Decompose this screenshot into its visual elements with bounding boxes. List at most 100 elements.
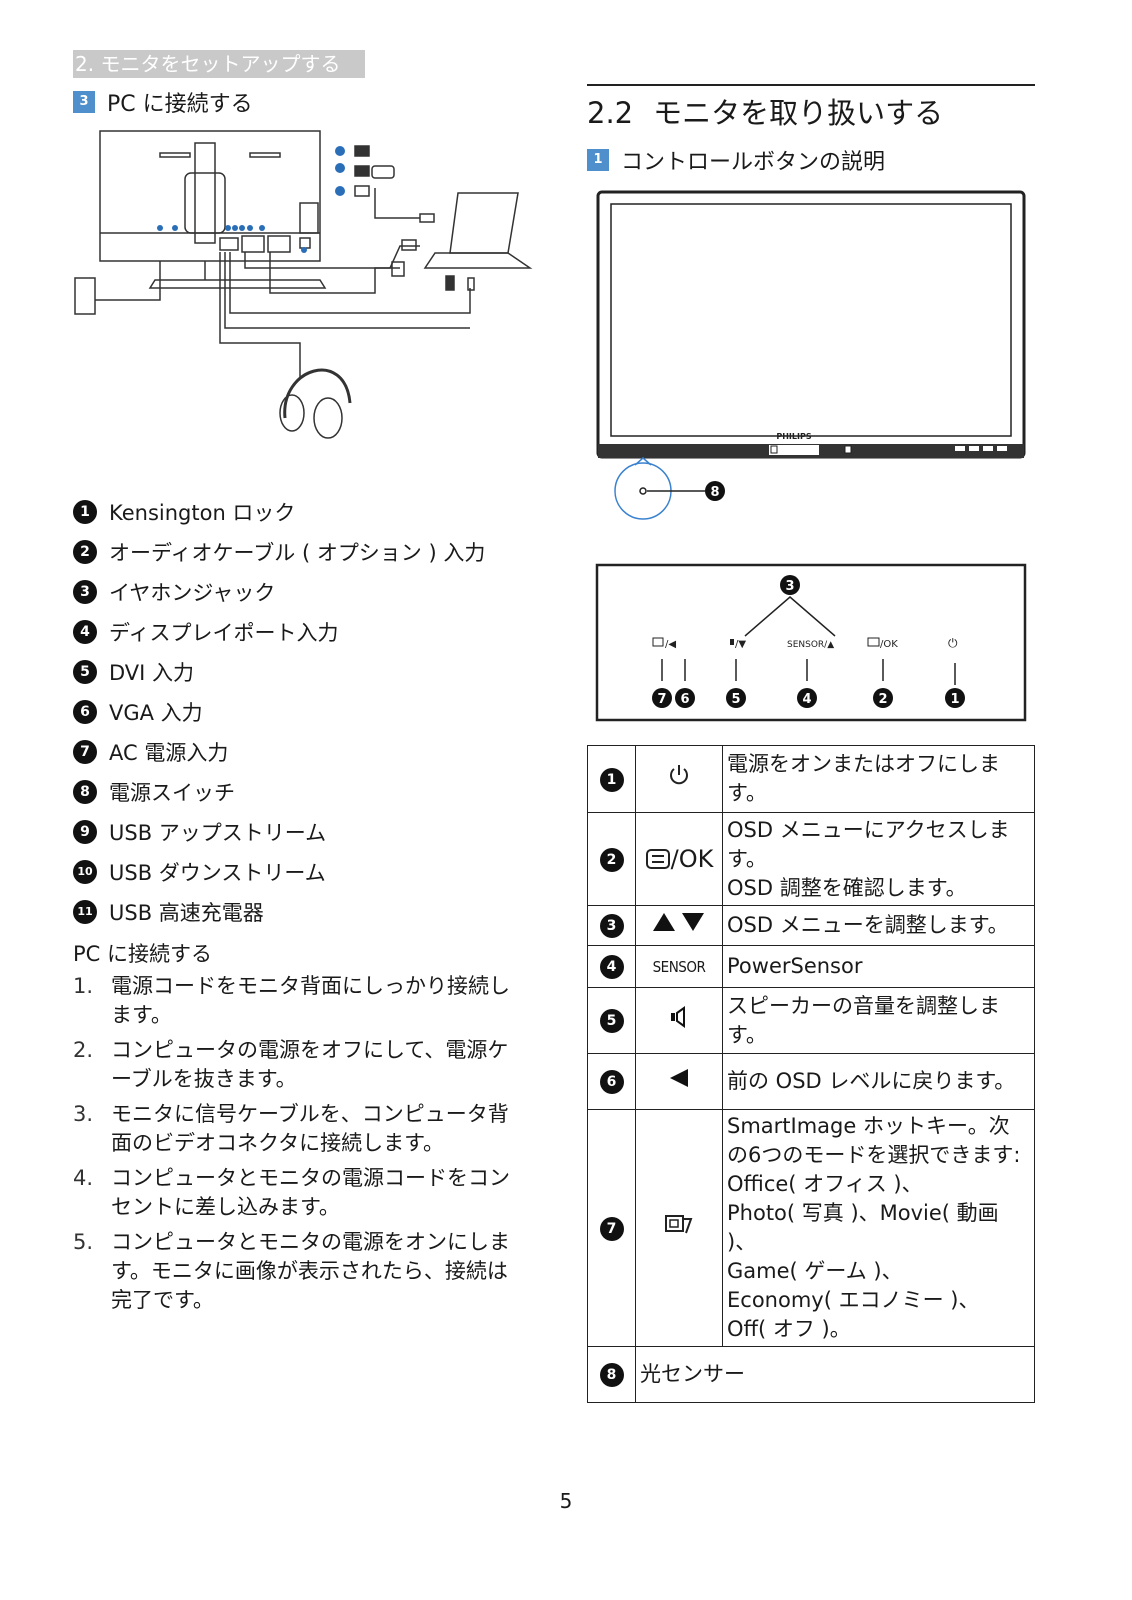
button-table: 1 電源をオンまたはオフにします。 2 /OK OSD メニューにアクセスします… <box>587 745 1035 1403</box>
number-badge: 8 <box>599 1363 624 1387</box>
table-row: 7 SmartImage ホットキー。次の6つのモードを選択できます: Offi… <box>587 1109 1035 1347</box>
list-item: 7 AC 電源入力 <box>73 732 553 772</box>
row-number-cell: 4 <box>587 945 636 988</box>
list-item: 5 DVI 入力 <box>73 652 553 692</box>
number-badge: 5 <box>73 660 97 684</box>
row-number-cell: 1 <box>587 745 636 813</box>
callout-3-label: 3 <box>785 579 794 594</box>
list-item: 1 Kensington ロック <box>73 492 553 532</box>
icon-cell <box>635 905 723 946</box>
description-cell: SmartImage ホットキー。次の6つのモードを選択できます: Office… <box>722 1109 1035 1347</box>
section-number-badge: 3 <box>73 91 95 113</box>
step-number: 3. <box>73 1102 94 1126</box>
callout-8-badge <box>705 481 725 501</box>
number-badge: 6 <box>73 700 97 724</box>
list-item: 3.モニタに信号ケーブルを、コンピュータ背面のビデオコネクタに接続します。 <box>73 1100 523 1158</box>
description-cell: PowerSensor <box>722 945 1035 988</box>
row-number-cell: 3 <box>587 905 636 946</box>
description-cell: 電源をオンまたはオフにします。 <box>722 745 1035 813</box>
number-badge: 2 <box>599 847 624 872</box>
table-row: 8 光センサー <box>587 1346 1035 1403</box>
step-text: コンピュータとモニタの電源をオンにします。モニタに画像が表示されたら、接続は完了… <box>111 1230 510 1312</box>
chapter-header: 2. モニタをセットアップする <box>73 50 365 78</box>
table-row: 6 前の OSD レベルに戻ります。 <box>587 1053 1035 1110</box>
list-item: 2 オーディオケーブル ( オプション ) 入力 <box>73 532 553 572</box>
number-badge: 8 <box>73 780 97 804</box>
part-label: 電源スイッチ <box>109 781 235 805</box>
panel-label-smartimage: /◀ <box>665 639 676 650</box>
power-icon <box>670 765 688 785</box>
callout-4-label: 4 <box>802 692 811 707</box>
icon-cell: /OK <box>635 812 723 906</box>
number-badge: 11 <box>73 900 97 924</box>
up-down-arrows-icon <box>653 912 704 931</box>
callout-6-label: 6 <box>680 692 689 707</box>
icon-cell <box>635 745 723 813</box>
callout-1-label: 1 <box>950 692 959 707</box>
steps-list: 1. 電源コードをモニタ背面にしっかり接続します。 2. コンピュータの電源をオフに… <box>73 972 523 1321</box>
panel-label-volume: /▼ <box>735 639 746 650</box>
part-label: AC 電源入力 <box>109 741 229 765</box>
row-number-cell: 5 <box>587 987 636 1054</box>
section-title: コントロールボタンの説明 <box>621 150 886 175</box>
part-label: オーディオケーブル ( オプション ) 入力 <box>109 541 486 565</box>
description-cell: 光センサー <box>635 1346 1035 1403</box>
icon-cell: SENSOR <box>635 945 723 988</box>
number-badge: 5 <box>599 1009 624 1033</box>
step-number: 2. <box>73 1038 94 1062</box>
part-label: Kensington ロック <box>109 501 296 525</box>
description-cell: OSD メニューにアクセスします。 OSD 調整を確認します。 <box>722 812 1035 906</box>
row-number-cell: 8 <box>587 1346 636 1403</box>
number-badge: 4 <box>73 620 97 644</box>
step-number: 1. <box>73 974 94 998</box>
icon-cell <box>635 987 723 1054</box>
part-label: イヤホンジャック <box>109 581 276 605</box>
part-label: VGA 入力 <box>109 701 203 725</box>
section-number-badge: 1 <box>587 149 609 171</box>
step-text: 電源コードをモニタ背面にしっかり接続します。 <box>111 974 510 1027</box>
description-cell: 前の OSD レベルに戻ります。 <box>722 1053 1035 1110</box>
menu-icon <box>645 848 670 869</box>
panel-label-power: ⏻ <box>948 636 958 650</box>
chapter-title-text: モニタを取り扱いする <box>653 96 944 130</box>
number-badge: 7 <box>599 1216 624 1241</box>
number-badge: 1 <box>73 500 97 524</box>
list-item: 11 USB 高速充電器 <box>73 892 553 932</box>
table-row: 5 スピーカーの音量を調整します。 <box>587 987 1035 1054</box>
page-number: 5 <box>559 1489 573 1513</box>
sensor-icon: SENSOR <box>652 958 706 976</box>
list-item: 8 電源スイッチ <box>73 772 553 812</box>
menu-ok-label: /OK <box>670 844 714 873</box>
callout-5-label: 5 <box>731 692 740 707</box>
part-label: USB アップストリーム <box>109 821 327 845</box>
number-badge: 7 <box>73 740 97 764</box>
row-number-cell: 2 <box>587 812 636 906</box>
chapter-number: 2.2 <box>587 96 634 130</box>
list-item: 4.コンピュータとモニタの電源コードをコンセントに差し込みます。 <box>73 1164 523 1222</box>
part-label: DVI 入力 <box>109 661 195 685</box>
step-number: 4. <box>73 1166 94 1190</box>
callout-8-label: 8 <box>710 485 719 500</box>
row-number-cell: 7 <box>587 1109 636 1347</box>
list-item: 6 VGA 入力 <box>73 692 553 732</box>
row-number-cell: 6 <box>587 1053 636 1110</box>
panel-label-menu: /OK <box>880 639 898 650</box>
part-label: USB 高速充電器 <box>109 901 264 925</box>
number-badge: 2 <box>73 540 97 564</box>
table-row: 4 SENSOR PowerSensor <box>587 945 1035 988</box>
list-item: 1. 電源コードをモニタ背面にしっかり接続します。 <box>73 972 523 1030</box>
monitor-back <box>99 130 321 262</box>
table-row: 2 /OK OSD メニューにアクセスします。 OSD 調整を確認します。 <box>587 812 1035 906</box>
panel-label-sensor: SENSOR/▲ <box>787 640 834 650</box>
number-badge: 1 <box>599 767 624 792</box>
description-cell: OSD メニューを調整します。 <box>722 905 1035 946</box>
section-heading: 1 コントロールボタンの説明 <box>587 144 885 176</box>
connection-diagram <box>74 130 533 439</box>
list-item: 5.コンピュータとモニタの電源をオンにします。モニタに画像が表示されたら、接続は… <box>73 1228 523 1315</box>
step-text: コンピュータの電源をオフにして、電源ケーブルを抜きます。 <box>111 1038 509 1091</box>
